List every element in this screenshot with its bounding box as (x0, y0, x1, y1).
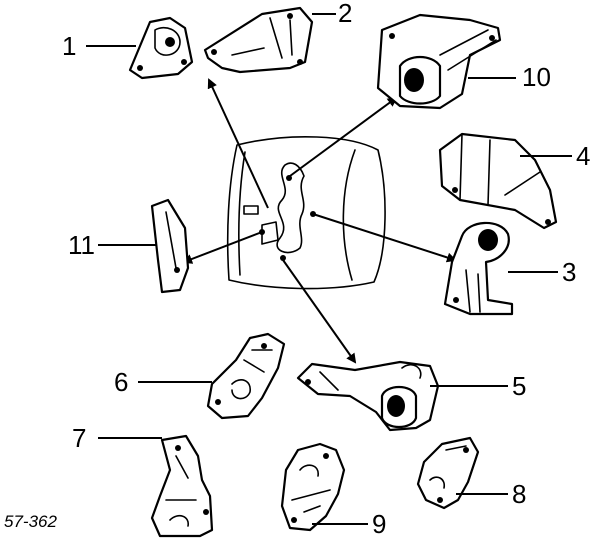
mount-part-8 (416, 436, 480, 510)
callout-9: 9 (372, 509, 386, 539)
mount-part-11 (150, 198, 190, 294)
arrow-to-part-5 (282, 259, 357, 364)
mount-arrows (182, 78, 457, 364)
callout-8: 8 (512, 479, 526, 509)
callout-7: 7 (72, 423, 86, 453)
arrow-to-part-11 (182, 231, 263, 264)
callout-1: 1 (62, 31, 76, 61)
mount-part-10 (376, 13, 502, 110)
callout-4: 4 (576, 141, 590, 171)
mount-part-7 (150, 434, 214, 538)
figure-code: 57-362 (4, 512, 57, 531)
arrow-to-part-10 (289, 96, 398, 177)
arrow-to-part-3 (312, 213, 457, 263)
callout-5: 5 (512, 371, 526, 401)
callout-leaders (86, 13, 572, 525)
mount-part-4 (438, 132, 558, 230)
engine-outline (226, 136, 386, 290)
mount-part-9 (280, 442, 346, 532)
mount-part-2 (203, 6, 314, 74)
mount-part-5 (296, 360, 440, 432)
mount-part-3 (443, 221, 514, 316)
arrow-to-part-2 (207, 78, 269, 209)
callout-11: 11 (68, 230, 95, 260)
callout-6: 6 (114, 367, 128, 397)
callout-3: 3 (562, 257, 576, 287)
mount-part-6 (206, 332, 286, 420)
mount-part-1 (128, 16, 194, 80)
callout-2: 2 (338, 0, 352, 28)
callout-10: 10 (522, 62, 551, 92)
